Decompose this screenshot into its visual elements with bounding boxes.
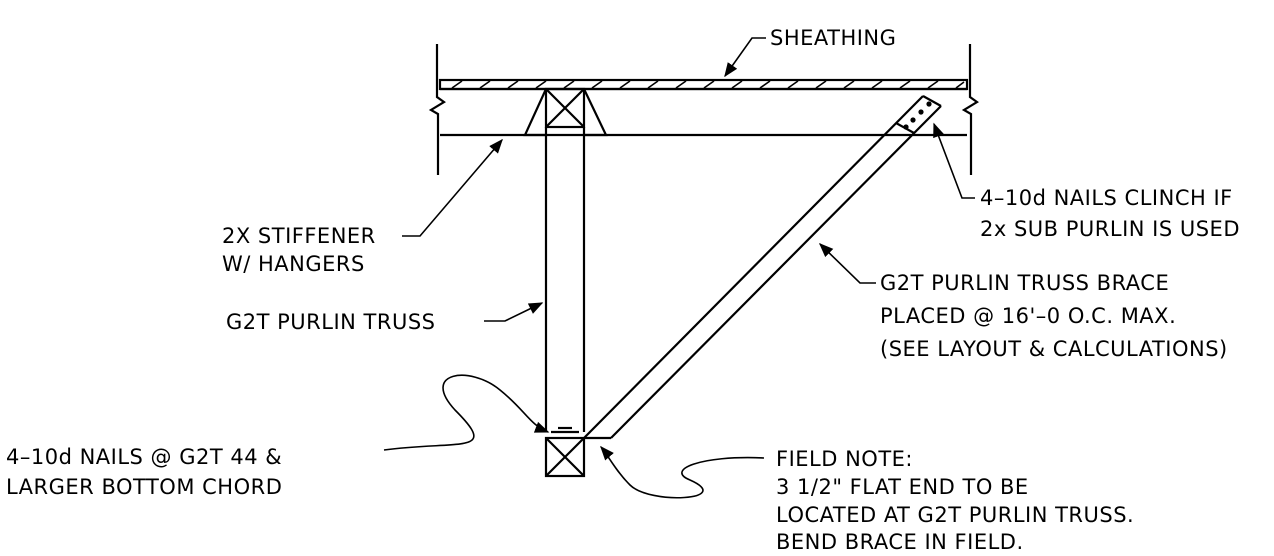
stiffener-label-line1: 2X STIFFENER — [222, 224, 376, 248]
brace-leader — [818, 242, 876, 284]
purlin-truss-leader — [484, 302, 544, 322]
purlin-truss-brace — [583, 95, 942, 440]
field-note-label-line4: BEND BRACE IN FIELD. — [776, 530, 1024, 554]
brace-label-line2: PLACED @ 16'–0 O.C. MAX. — [880, 304, 1176, 328]
brace-label-line3: (SEE LAYOUT & CALCULATIONS) — [880, 337, 1228, 361]
truss-top-chord — [428, 44, 979, 175]
purlin-top-block — [523, 87, 608, 137]
purlin-truss-label: G2T PURLIN TRUSS — [226, 310, 436, 334]
nails-bottom-label-line2: LARGER BOTTOM CHORD — [6, 475, 282, 499]
field-note-label-line2: 3 1/2" FLAT END TO BE — [776, 475, 1029, 499]
field-note-leader — [600, 445, 765, 499]
brace-label-line1: G2T PURLIN TRUSS BRACE — [880, 271, 1169, 295]
sheathing-label: SHEATHING — [770, 26, 896, 50]
nails-clinch-label-line2: 2x SUB PURLIN IS USED — [980, 217, 1240, 241]
field-note-label-line1: FIELD NOTE: — [776, 447, 913, 471]
nails-bottom-label-line1: 4–10d NAILS @ G2T 44 & — [6, 445, 282, 469]
nails-clinch-label-line1: 4–10d NAILS CLINCH IF — [980, 186, 1233, 210]
stiffener-label-line2: W/ HANGERS — [222, 252, 365, 276]
sheathing-leader — [724, 37, 766, 78]
purlin-bottom-block — [544, 426, 586, 478]
nails-bottom-leader — [383, 374, 550, 451]
field-note-label-line3: LOCATED AT G2T PURLIN TRUSS. — [776, 503, 1134, 527]
stiffener-leader — [402, 138, 503, 237]
sheathing-panel — [438, 78, 969, 91]
purlin-truss-vertical — [544, 127, 586, 432]
nails-clinch-leader — [933, 122, 975, 199]
brace-nails — [903, 101, 932, 130]
